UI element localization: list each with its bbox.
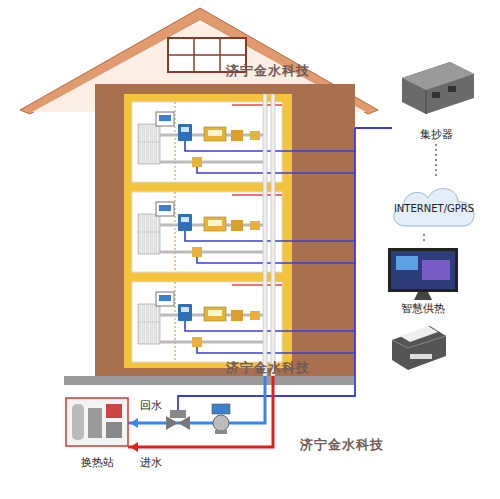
pipes-part <box>128 376 265 423</box>
pipes-part <box>128 376 273 447</box>
house-part <box>271 94 275 376</box>
house-part <box>132 102 355 182</box>
concentrator-device-icon-part <box>448 86 456 92</box>
platform-monitor-icon-part <box>414 292 432 300</box>
pipes-part <box>130 418 138 428</box>
pipe-label: 回水 <box>140 398 162 413</box>
printer <box>392 326 446 370</box>
concentrator-device-icon-part <box>426 90 427 114</box>
printer-part <box>410 354 432 359</box>
wiring <box>178 128 392 410</box>
concentrator-device-icon <box>388 56 484 126</box>
heat-station: 换热站 <box>60 394 134 470</box>
heat-station-icon-part <box>106 422 122 438</box>
network-cloud: INTERNET/GPRS <box>382 180 486 232</box>
platform-monitor-icon-part <box>396 256 418 270</box>
pipes-part <box>213 415 229 431</box>
platform-monitor: 智慧供热 <box>380 244 466 316</box>
wiring-part <box>355 127 392 129</box>
printer-part <box>392 326 446 370</box>
pipes-part <box>215 430 227 434</box>
dotted-link <box>435 144 437 178</box>
concentrator-device-icon-part <box>402 62 474 90</box>
heat-station-icon-part <box>106 404 122 418</box>
platform-monitor-icon-part <box>388 248 458 292</box>
concentrator-device: 集抄器 <box>388 56 484 142</box>
printer-part <box>392 336 446 348</box>
watermark: 济宁金水科技 <box>226 359 310 377</box>
wiring-part <box>178 128 355 410</box>
pipes-part <box>166 416 190 430</box>
platform-monitor-icon-part <box>391 251 455 289</box>
watermark: 济宁金水科技 <box>300 436 384 454</box>
pipes-part <box>170 410 186 418</box>
pipes-part <box>212 404 230 414</box>
heat-station-icon-part <box>72 404 84 440</box>
concentrator-device-icon-part <box>432 92 440 98</box>
house-part <box>263 94 267 376</box>
printer-part <box>400 326 438 342</box>
node-label: 集抄器 <box>388 127 484 142</box>
house <box>20 8 378 385</box>
platform-monitor-icon-part <box>422 260 450 280</box>
node-label: 换热站 <box>60 455 134 470</box>
node-label: 智慧供热 <box>380 301 466 316</box>
pipes <box>128 376 273 452</box>
house-part <box>132 192 355 272</box>
heat-station-icon-part <box>88 408 102 438</box>
pipes-part <box>130 442 138 452</box>
heat-station-icon-part <box>66 398 128 446</box>
concentrator-device-icon-part <box>402 62 474 114</box>
house-part <box>64 376 354 385</box>
dotted-link <box>423 234 425 242</box>
node-label: INTERNET/GPRS <box>382 203 486 214</box>
heat-station-icon <box>60 394 134 454</box>
house-part <box>95 84 355 376</box>
pipe-label: 进水 <box>140 455 162 470</box>
watermark: 济宁金水科技 <box>226 62 310 80</box>
house-part <box>132 282 355 362</box>
platform-monitor-icon <box>380 244 466 300</box>
